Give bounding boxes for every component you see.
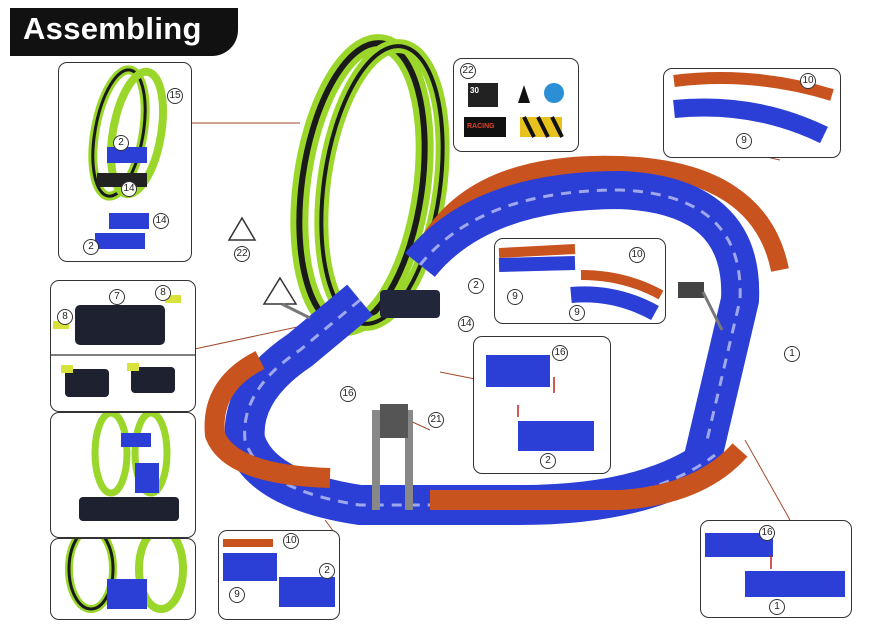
start-gate (372, 404, 413, 510)
panel-loop-attach (50, 538, 196, 620)
title-tab (10, 8, 238, 56)
panel-loop-car-assembly (50, 412, 196, 538)
part-number-16-br: 16 (759, 525, 775, 541)
panel-curve-mid: 10 9 9 (494, 238, 666, 324)
orange-rail-bottom (430, 443, 748, 510)
part-number-8: 8 (57, 309, 73, 325)
part-number-8b: 8 (155, 285, 171, 301)
panel-curve-top-right: 10 9 (663, 68, 841, 158)
orange-rail-left (204, 351, 331, 488)
label-1-track: 1 (784, 346, 800, 362)
loop-illustration (290, 34, 450, 336)
part-number-9-bottom: 9 (229, 587, 245, 603)
page-title: Assembling (23, 11, 202, 46)
panel-car-detail: 7 8 8 (50, 280, 196, 412)
part-number-10-bottom: 10 (283, 533, 299, 549)
panel-straight-mid: 16 2 (473, 336, 611, 474)
part-number-7: 7 (109, 289, 125, 305)
panel-curve-bottom: 10 9 2 (218, 530, 340, 620)
part-number-15: 15 (167, 88, 183, 104)
part-number-10-mid: 10 (629, 247, 645, 263)
part-number-2-mid: 2 (540, 453, 556, 469)
label-21-gate: 21 (428, 412, 444, 428)
part-number-2b: 2 (83, 239, 99, 255)
part-number-22: 22 (460, 63, 476, 79)
label-14-launcher: 14 (458, 316, 474, 332)
label-16-track: 16 (340, 386, 356, 402)
label-22-sign: 22 (234, 246, 250, 262)
sign-number: 30 (470, 86, 479, 95)
label-2-track: 2 (468, 278, 484, 294)
part-number-10: 10 (800, 73, 816, 89)
flag-post (678, 282, 724, 331)
part-number-2: 2 (113, 135, 129, 151)
panel-straight-bottom-right: 16 1 (700, 520, 852, 618)
orange-rail-top (422, 155, 789, 272)
part-number-2-bottom: 2 (319, 563, 335, 579)
warning-sign (227, 216, 311, 320)
part-number-14b: 14 (153, 213, 169, 229)
part-number-9: 9 (736, 133, 752, 149)
part-number-1-br: 1 (769, 599, 785, 615)
racing-sign-text: RACING (467, 123, 495, 130)
loop-launcher (380, 290, 440, 318)
part-number-9-mid: 9 (507, 289, 523, 305)
panel-accessories: 22 30 RACING (453, 58, 579, 152)
panel-loop-detail: 15 2 14 14 2 (58, 62, 192, 262)
part-number-14: 14 (121, 181, 137, 197)
part-number-9-mid-b: 9 (569, 305, 585, 321)
part-number-16: 16 (552, 345, 568, 361)
